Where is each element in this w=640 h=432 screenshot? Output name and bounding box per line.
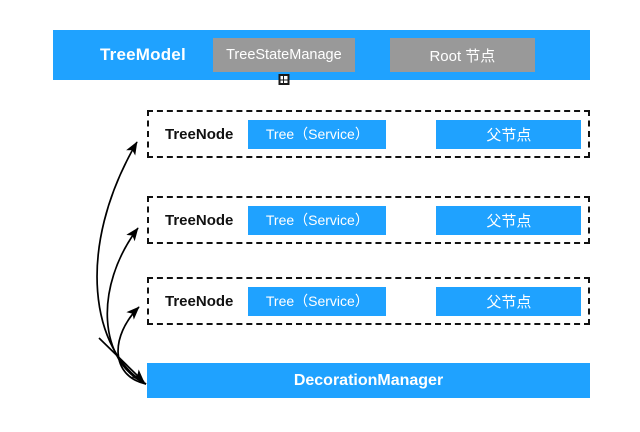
parent-node-label: 父节点 xyxy=(486,293,532,311)
resize-handle-icon[interactable] xyxy=(278,74,290,85)
tree-node-row-3[interactable]: TreeNode Tree（Service） 父节点 xyxy=(147,277,590,325)
connector-into-decoration-manager xyxy=(98,337,145,383)
tree-model-bar[interactable]: TreeModel TreeStateManage Root 节点 xyxy=(53,30,590,85)
parent-node-label: 父节点 xyxy=(486,126,532,144)
tree-model-title: TreeModel xyxy=(100,45,186,64)
parent-node-chip[interactable]: 父节点 xyxy=(436,119,582,149)
parent-node-label: 父节点 xyxy=(486,212,532,230)
parent-node-chip[interactable]: 父节点 xyxy=(436,286,582,316)
decoration-manager-bar[interactable]: DecorationManager xyxy=(147,363,590,398)
tree-service-label: Tree（Service） xyxy=(265,126,369,142)
connector-to-tree-node-2 xyxy=(106,227,147,385)
tree-node-row-2[interactable]: TreeNode Tree（Service） 父节点 xyxy=(147,196,590,244)
tree-state-manage-chip[interactable]: TreeStateManage xyxy=(212,38,355,85)
parent-node-chip[interactable]: 父节点 xyxy=(436,205,582,235)
root-node-chip[interactable]: Root 节点 xyxy=(389,38,535,72)
connector-to-tree-node-3 xyxy=(117,306,147,385)
tree-node-label: TreeNode xyxy=(165,211,234,229)
tree-node-label: TreeNode xyxy=(165,292,234,310)
tree-node-label: TreeNode xyxy=(165,125,234,143)
tree-service-chip[interactable]: Tree（Service） xyxy=(248,286,387,316)
tree-service-label: Tree（Service） xyxy=(265,212,369,228)
decoration-manager-title: DecorationManager xyxy=(293,371,444,389)
tree-service-chip[interactable]: Tree（Service） xyxy=(248,205,387,235)
tree-state-manage-label: TreeStateManage xyxy=(226,47,342,63)
tree-service-label: Tree（Service） xyxy=(265,293,369,309)
connector-to-tree-node-1 xyxy=(96,141,147,385)
tree-node-row-1[interactable]: TreeNode Tree（Service） 父节点 xyxy=(147,110,590,158)
root-node-label: Root 节点 xyxy=(429,47,496,65)
tree-service-chip[interactable]: Tree（Service） xyxy=(248,119,387,149)
